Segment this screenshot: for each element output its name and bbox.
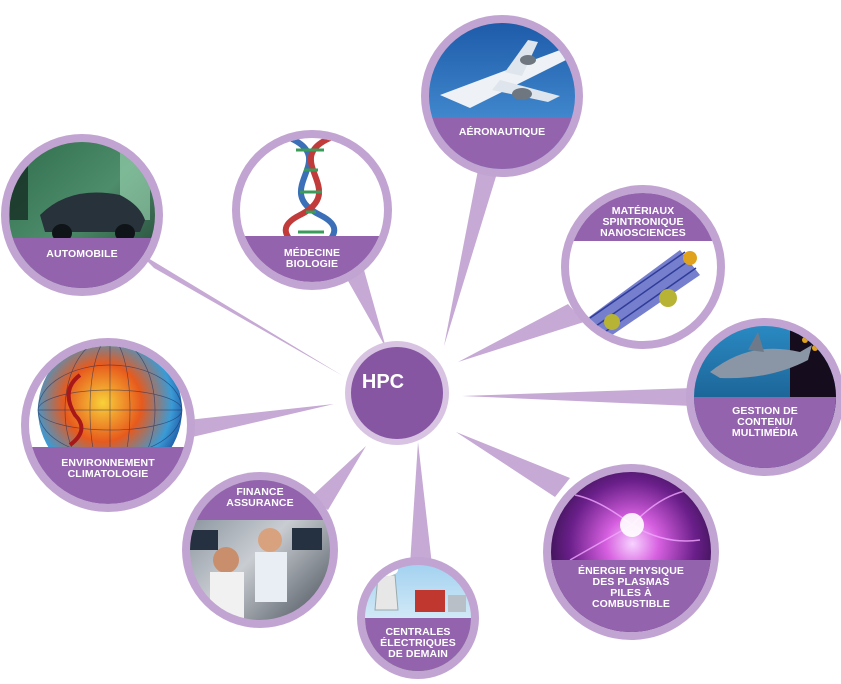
- label-centrales: CENTRALES ÉLECTRIQUES DE DEMAIN: [380, 626, 456, 660]
- connector-medecine: [343, 270, 386, 348]
- connector-environnement: [188, 404, 334, 438]
- node-energie: [543, 464, 719, 640]
- connector-energie: [456, 432, 570, 497]
- node-automobile: [1, 134, 163, 296]
- label-medecine: MÉDECINE BIOLOGIE: [283, 247, 341, 270]
- label-finance: FINANCE ASSURANCE: [226, 486, 294, 509]
- label-automobile: AUTOMOBILE: [46, 248, 118, 260]
- hub-label: HPC: [361, 371, 405, 393]
- label-materiaux: MATÉRIAUX SPINTRONIQUE NANOSCIENCES: [600, 205, 686, 239]
- connector-gestion: [462, 388, 692, 406]
- label-aeronautique: AÉRONAUTIQUE: [458, 126, 546, 138]
- node-environnement: [21, 338, 195, 512]
- label-gestion: GESTION DE CONTENU/ MULTIMÉDIA: [731, 405, 799, 439]
- node-materiaux: [561, 185, 725, 349]
- label-environnement: ENVIRONNEMENT CLIMATOLOGIE: [61, 457, 155, 480]
- connector-automobile: [138, 252, 343, 376]
- node-aeronautique: [421, 15, 583, 177]
- node-finance: [182, 472, 338, 628]
- connector-materiaux: [458, 304, 584, 362]
- node-gestion: [686, 318, 841, 476]
- connectors: [138, 170, 692, 565]
- connector-aeronautique: [444, 170, 498, 346]
- connector-centrales: [410, 442, 432, 565]
- node-centrales: [357, 557, 479, 679]
- node-medecine: [232, 130, 392, 290]
- label-energie: ÉNERGIE PHYSIQUE DES PLASMAS PILES À COM…: [577, 565, 685, 610]
- connector-finance: [310, 446, 366, 510]
- hub-node: [345, 341, 449, 445]
